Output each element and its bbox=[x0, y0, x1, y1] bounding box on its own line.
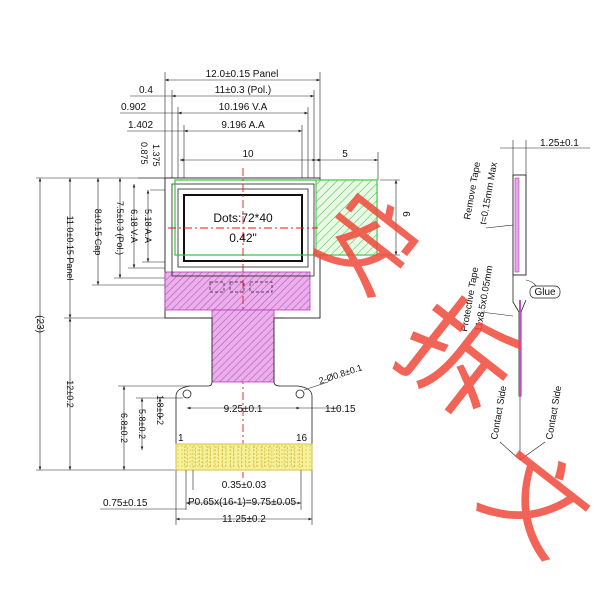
contact-pin bbox=[253, 446, 257, 468]
dim-18-label: 1.8±0.2 bbox=[155, 395, 165, 425]
dots-label: Dots:72*40 bbox=[213, 211, 273, 225]
hole-dim-label: 2-Ø0.8±0.1 bbox=[318, 362, 364, 385]
pin-first-label: 1 bbox=[178, 433, 184, 444]
v-0875-label: 0.875 bbox=[139, 142, 149, 165]
contact-pad-area bbox=[175, 443, 313, 471]
ic-bump-1 bbox=[209, 281, 225, 293]
contact-pin bbox=[191, 446, 196, 468]
fpc-group: 2-Ø0.8±0.1 9.25±0.1 1±0.15 1.8±0.2 5.8±0… bbox=[100, 309, 364, 525]
contact-pin bbox=[299, 446, 303, 468]
fpc-hole-right bbox=[295, 389, 305, 399]
fpc-neck-hatched bbox=[211, 309, 275, 383]
contact-pin bbox=[214, 446, 219, 468]
panel-height-label: 11.0±0.15 Panel bbox=[65, 216, 75, 281]
size-label: 0.42" bbox=[229, 231, 257, 245]
pol-width-label: 11±0.3 (Pol.) bbox=[215, 85, 271, 96]
window-green-hatch bbox=[315, 179, 378, 256]
offset-1402-label: 1.402 bbox=[128, 120, 153, 131]
fpc-height-label: 12±0.2 bbox=[65, 380, 75, 407]
dim-6-label: 6 bbox=[400, 211, 411, 217]
thickness-label: 1.25±0.1 bbox=[540, 138, 579, 149]
total-width-label: 11.25±0.2 bbox=[222, 514, 266, 525]
contact-pin bbox=[291, 446, 296, 468]
protective-tape-leader bbox=[480, 311, 514, 317]
total-height-label: (23) bbox=[34, 315, 45, 333]
aa-width-label: 9.196 A.A bbox=[221, 120, 265, 131]
pin-width-label: 0.35±0.03 bbox=[222, 480, 267, 491]
contact-pin bbox=[199, 446, 204, 468]
contact-pin bbox=[276, 446, 280, 468]
aa-height-label: 5.18 A.A bbox=[143, 209, 153, 243]
contact-pin bbox=[184, 446, 188, 468]
contact-pin bbox=[207, 446, 211, 468]
panel-width-label: 12.0±0.15 Panel bbox=[206, 69, 279, 80]
contact-pin bbox=[237, 446, 242, 468]
contact-pin bbox=[283, 446, 288, 468]
glue-tag bbox=[529, 285, 561, 299]
dim-68-label: 6.8±0.2 bbox=[119, 413, 129, 443]
dim-58-label: 5.8±0.2 bbox=[137, 409, 147, 439]
watermark-char-2: 拆 bbox=[375, 279, 537, 443]
watermark-char-3: 文 bbox=[461, 429, 600, 578]
pin-last-label: 16 bbox=[296, 433, 308, 444]
contact-side-right-label: Contact Side bbox=[544, 385, 564, 440]
dim-1-label: 1±0.15 bbox=[325, 404, 356, 415]
pin-row bbox=[184, 446, 303, 468]
va-height-label: 6.18 V.A bbox=[129, 209, 139, 243]
driver-ic-area bbox=[164, 271, 311, 311]
pol-height-label: 7.5±0.3 (Pol.) bbox=[115, 201, 125, 255]
dim-10-label: 10 bbox=[242, 149, 254, 160]
v-1375-label: 1.375 bbox=[151, 144, 161, 167]
remove-tape-leader bbox=[485, 224, 514, 229]
contact-leader-right bbox=[519, 441, 546, 461]
panel-body: 6 Dots:72*40 0.42" bbox=[164, 168, 411, 478]
left-dimension-group: 0.875 1.375 5.18 A.A 6.18 V.A 7.5±0.3 (P… bbox=[34, 142, 184, 471]
ic-bump-3 bbox=[249, 281, 273, 293]
cap-height-label: 8±0.15 Cap bbox=[93, 209, 103, 255]
contact-pin bbox=[230, 446, 234, 468]
edge-label: 0.75±0.15 bbox=[103, 498, 148, 509]
hole-leader bbox=[303, 381, 329, 391]
fpc-hole-left bbox=[182, 389, 192, 399]
dim-925-label: 9.25±0.1 bbox=[224, 404, 263, 415]
contact-pin bbox=[268, 446, 273, 468]
offset-0902-label: 0.902 bbox=[121, 102, 146, 113]
va-width-label: 10.196 V.A bbox=[219, 102, 268, 113]
offset-04-label: 0.4 bbox=[139, 85, 153, 96]
pitch-label: P0.65x(16-1)=9.75±0.05 bbox=[188, 497, 297, 508]
ic-bump-2 bbox=[229, 281, 245, 293]
contact-pin bbox=[245, 446, 250, 468]
dim-5-label: 5 bbox=[342, 149, 348, 160]
contact-leader-left bbox=[499, 441, 521, 461]
contact-pin bbox=[222, 446, 227, 468]
glue-label: Glue bbox=[534, 287, 556, 298]
contact-pin bbox=[260, 446, 265, 468]
top-dimension-group: 12.0±0.15 Panel 11±0.3 (Pol.) 10.196 V.A… bbox=[120, 69, 379, 190]
side-polarizer bbox=[514, 177, 520, 273]
